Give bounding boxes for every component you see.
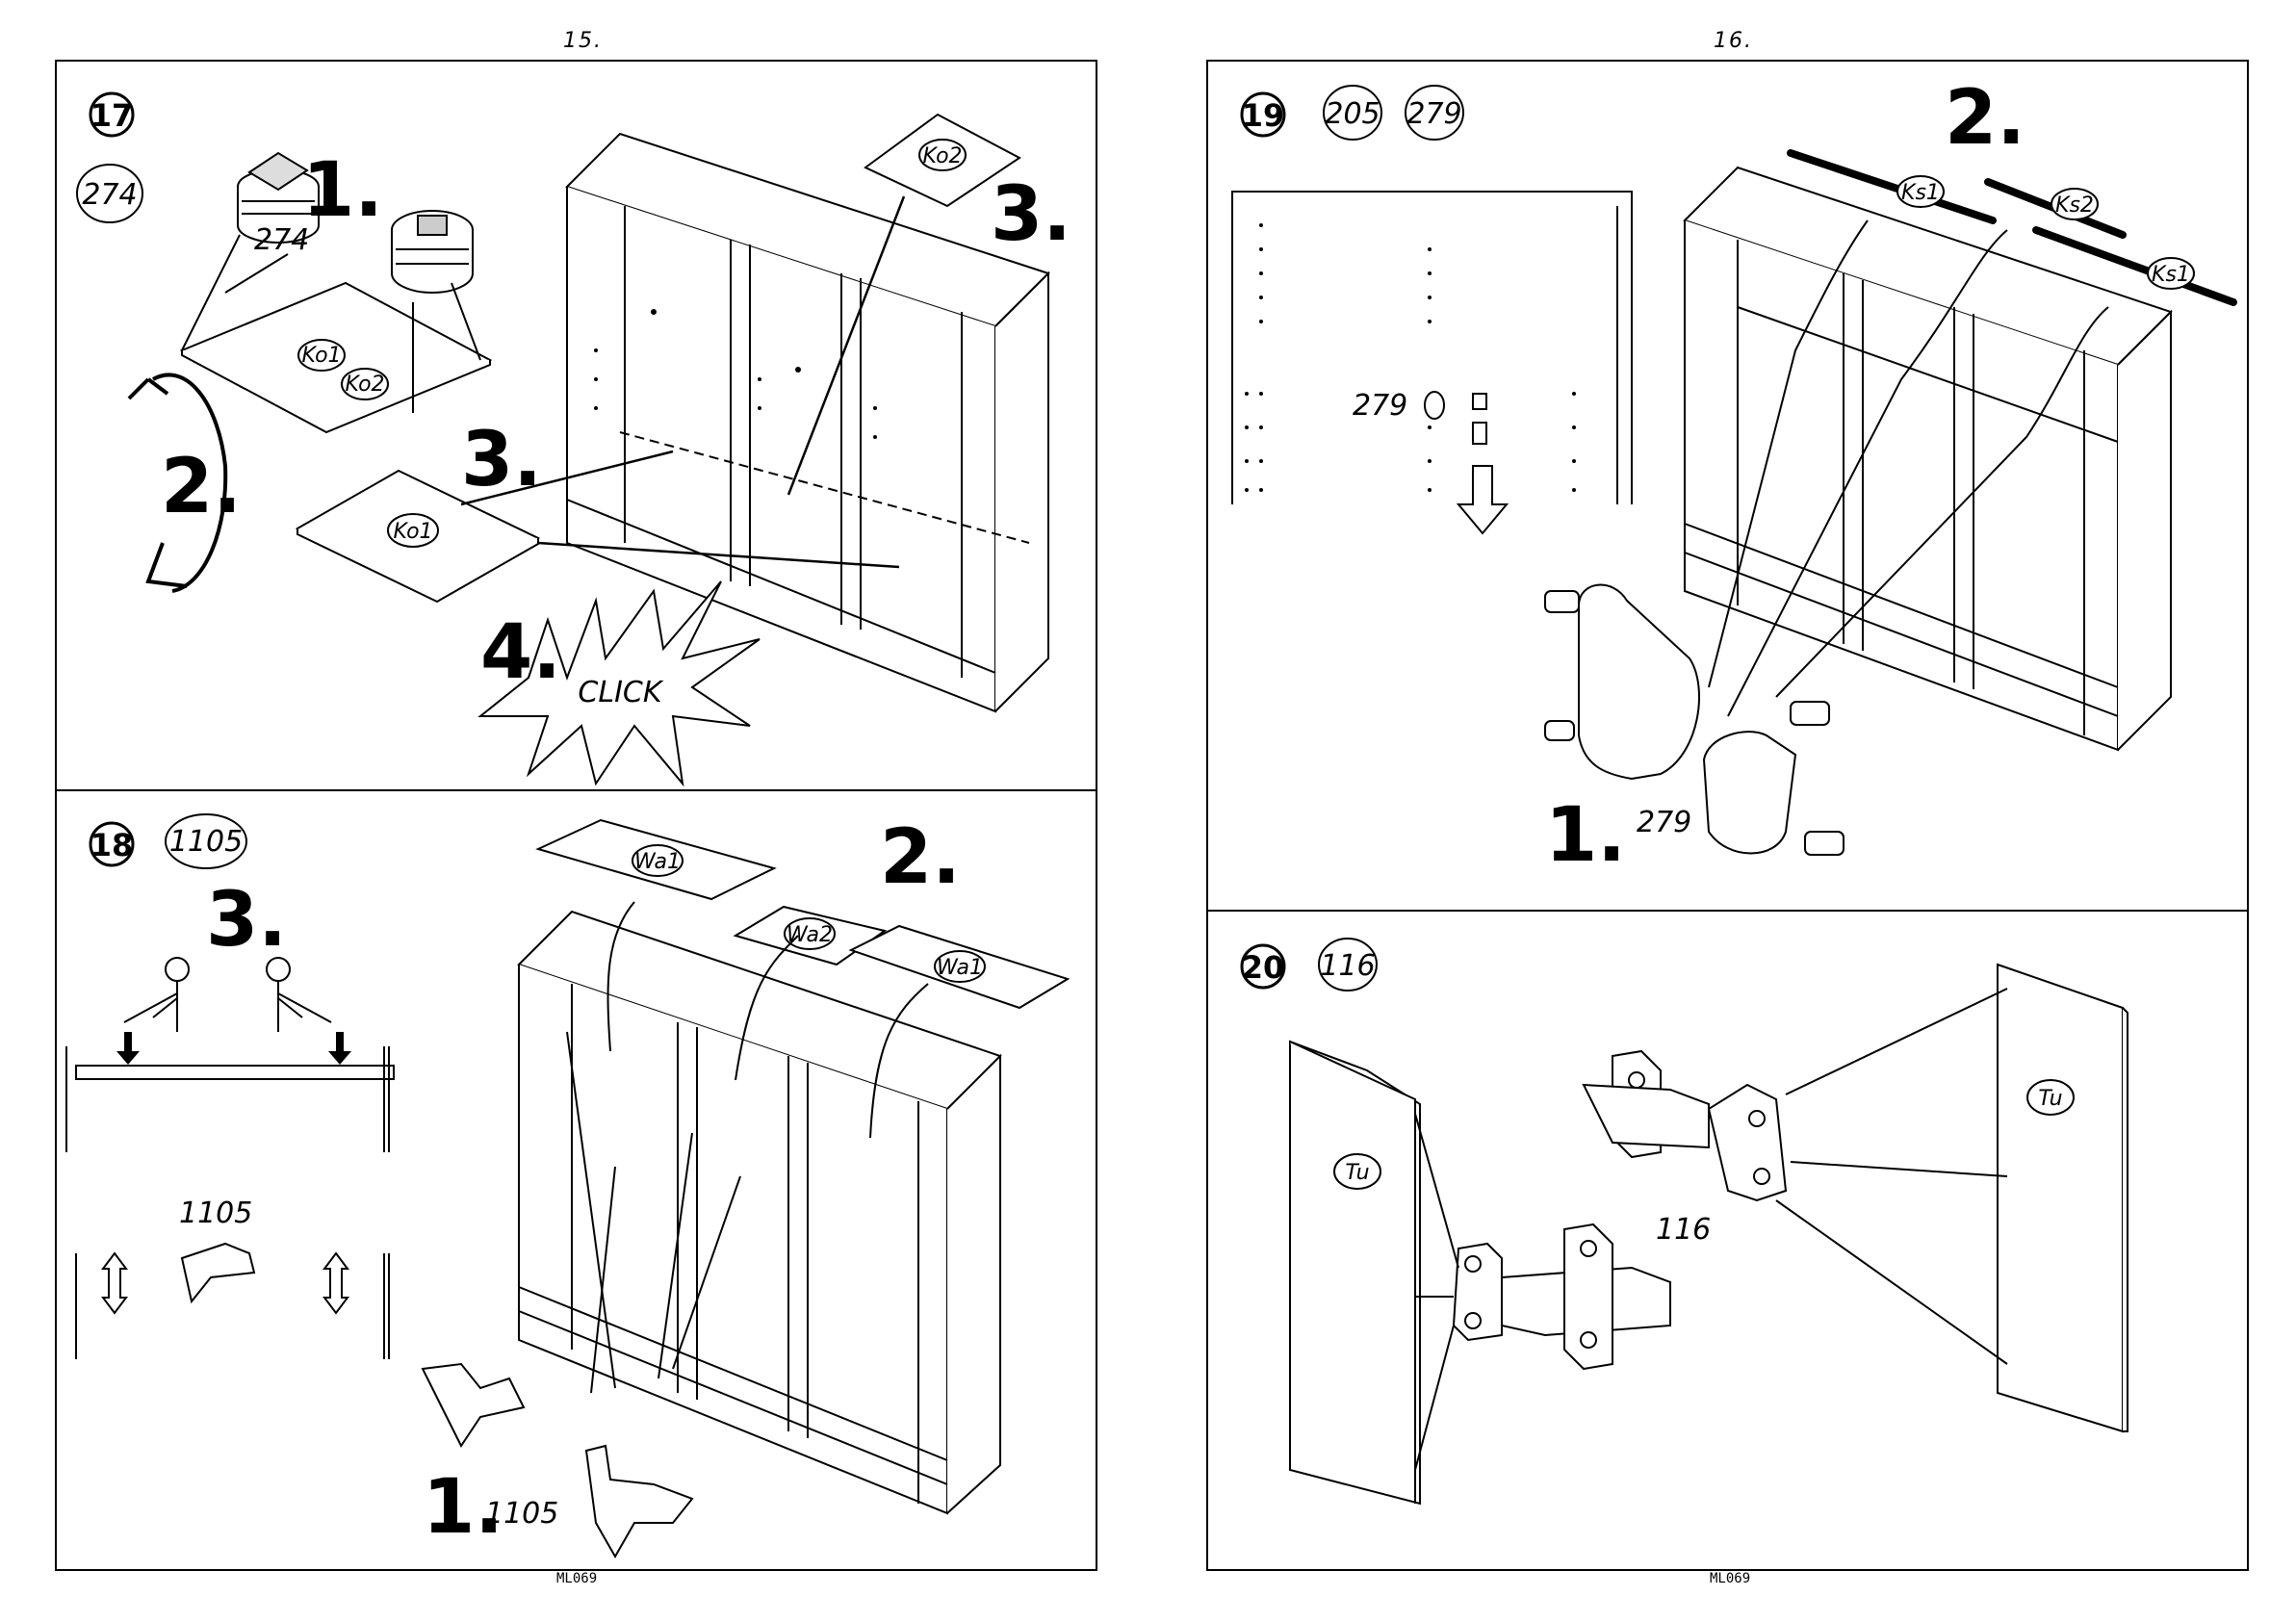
step-3-label-b: 3. bbox=[991, 171, 1071, 258]
step-3-label-a: 3. bbox=[461, 417, 542, 503]
cabinet-side-view bbox=[1232, 192, 1632, 533]
step-17-panel: 17 274 1. 274 Ko1 Ko2 2. Ko1 bbox=[55, 60, 1097, 791]
label-tu-left: Tu bbox=[1345, 1161, 1369, 1185]
page-number-right: 16. bbox=[1714, 29, 1753, 53]
label-ks1: Ks1 bbox=[1901, 181, 1940, 205]
part-number-badge: 1105 bbox=[169, 825, 243, 859]
down-arrows bbox=[116, 1032, 351, 1065]
hinge-icon-b bbox=[1584, 1051, 1786, 1200]
step-19-illustration: 19 205 279 279 Ks1 Ks2 Ks1 2. bbox=[1208, 62, 2251, 914]
step-1-label: 1. bbox=[1545, 792, 1626, 879]
step-2-label: 2. bbox=[1945, 75, 2025, 162]
page-number-left: 15. bbox=[563, 29, 603, 53]
step-18-illustration: 18 1105 3. 1105 Wa1 Wa2 Wa1 2. bbox=[57, 791, 1099, 1573]
part-number-279: 279 bbox=[1406, 97, 1461, 131]
label-wa1-b: Wa1 bbox=[937, 956, 983, 980]
step-17-illustration: 17 274 1. 274 Ko1 Ko2 2. Ko1 bbox=[57, 62, 1099, 793]
step-4-label: 4. bbox=[480, 609, 561, 696]
hinge-icon-a bbox=[1454, 1224, 1670, 1369]
door-panel-right bbox=[1998, 965, 2128, 1431]
label-ks2: Ks2 bbox=[2055, 193, 2094, 218]
step-18-panel: 18 1105 3. 1105 Wa1 Wa2 Wa1 2. bbox=[55, 789, 1097, 1571]
step-badge: 18 bbox=[90, 827, 134, 863]
label-ko2-top: Ko2 bbox=[922, 144, 962, 168]
step-badge: 20 bbox=[1242, 949, 1285, 986]
cam-fitting-icon-2 bbox=[392, 211, 473, 293]
label-ko1-board: Ko1 bbox=[393, 520, 432, 544]
label-tu-right: Tu bbox=[2038, 1087, 2062, 1111]
step-badge: 17 bbox=[90, 97, 134, 134]
part-label-116: 116 bbox=[1656, 1213, 1711, 1247]
part-label-274: 274 bbox=[254, 223, 309, 257]
footer-code-right: ML069 bbox=[1710, 1571, 1750, 1586]
part-label-1105-b: 1105 bbox=[485, 1497, 558, 1531]
shelf-support-icon bbox=[76, 1244, 389, 1359]
step-3-label: 3. bbox=[206, 877, 287, 964]
mounting-lines bbox=[1415, 989, 2007, 1470]
label-ko1: Ko1 bbox=[301, 344, 341, 368]
step-1-label: 1. bbox=[302, 147, 383, 234]
step-20-illustration: 20 116 Tu Tu 116 bbox=[1208, 912, 2251, 1573]
label-wa1: Wa1 bbox=[634, 850, 681, 874]
label-wa2: Wa2 bbox=[787, 923, 833, 947]
part-number-205: 205 bbox=[1325, 97, 1380, 131]
click-label: CLICK bbox=[578, 676, 663, 709]
part-number-badge: 274 bbox=[82, 178, 137, 212]
step-2-label: 2. bbox=[880, 814, 961, 901]
step-badge: 19 bbox=[1242, 97, 1285, 134]
part-label-279-a: 279 bbox=[1353, 389, 1407, 423]
part-number-badge: 116 bbox=[1320, 949, 1375, 983]
part-label-1105-a: 1105 bbox=[179, 1197, 252, 1230]
part-label-279-b: 279 bbox=[1637, 806, 1691, 839]
step-19-panel: 19 205 279 279 Ks1 Ks2 Ks1 2. bbox=[1206, 60, 2249, 912]
step-20-panel: 20 116 Tu Tu 116 bbox=[1206, 910, 2249, 1571]
label-ko2: Ko2 bbox=[345, 373, 384, 397]
label-ks1-b: Ks1 bbox=[2152, 263, 2190, 287]
door-panel-left bbox=[1290, 1042, 1420, 1504]
step-2-label: 2. bbox=[161, 444, 242, 530]
footer-code-left: ML069 bbox=[556, 1571, 597, 1586]
